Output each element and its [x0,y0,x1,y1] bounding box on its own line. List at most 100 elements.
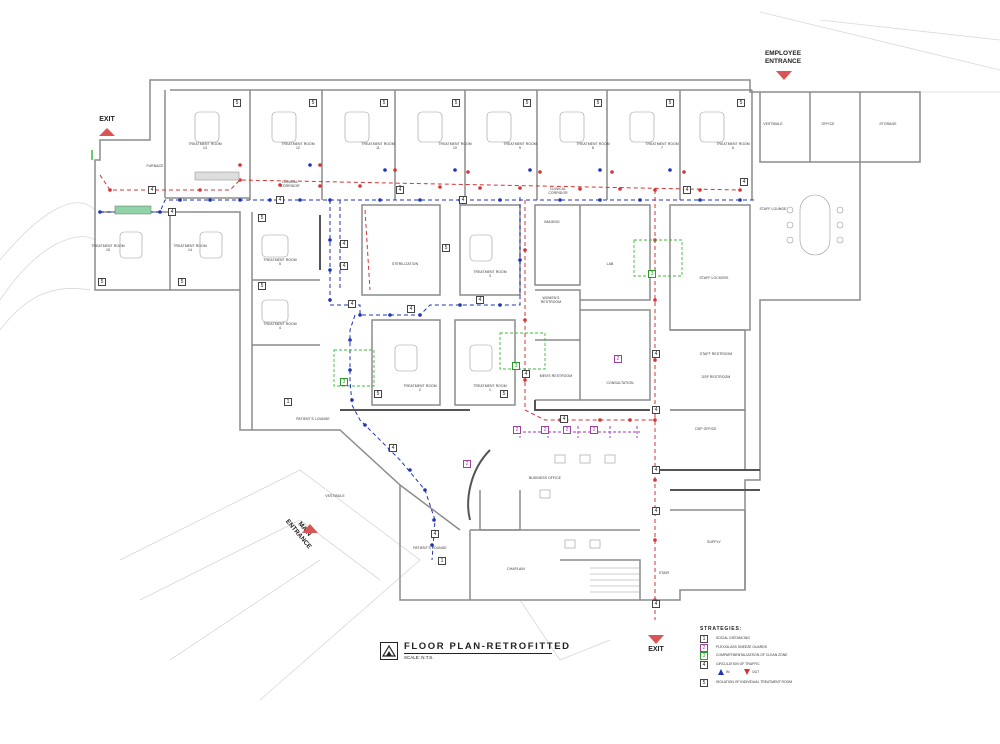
room-label: BUSINESS OFFICE [528,476,562,480]
circulation-out-dots [108,163,742,602]
legend-heading: STRATEGIES: [700,626,743,632]
strategy-number-marker: 2 [563,426,571,434]
strategy-number-marker: 5 [666,99,674,107]
room-label: DSP OFFICE [695,427,717,431]
strategy-number-marker: 5 [98,278,106,286]
room-label: SUPPLY [707,540,721,544]
strategy-number-marker: 2 [513,426,521,434]
strategy-number-marker: 5 [258,282,266,290]
strategy-number-marker: 4 [652,466,660,474]
strategy-number-marker: 5 [374,390,382,398]
strategy-number-marker: 4 [148,186,156,194]
room-label: PATIENT'S LOUNGE [296,417,330,421]
strategy-number-marker: 5 [594,99,602,107]
legend-text: PLEXIGLASS SNEEZE GUARDS [716,644,767,649]
room-label: STAFF RESTROOM [699,352,733,356]
exit-left-arrow [99,128,115,136]
legend-item-4: 4 CIRCULATION OF TRAFFIC [700,660,850,669]
strategy-number-marker: 5 [178,278,186,286]
strategy-number-marker: 4 [431,530,439,538]
strategies-legend: STRATEGIES: 1 SOCIAL DISTANCING 2 PLEXIG… [700,626,850,687]
out-arrow-icon [744,669,750,675]
strategy-number-marker: 5 [452,99,460,107]
strategy-number-marker: 4 [560,415,568,423]
strategy-number-marker: 5 [442,244,450,252]
strategy-number-marker: 3 [340,378,348,386]
room-label: TREATMENT ROOM 9 [503,142,537,150]
legend-item-2: 2 PLEXIGLASS SNEEZE GUARDS [700,643,850,652]
legend-in-out: IN OUT [700,668,850,676]
legend-text: SOCIAL DISTANCING [716,636,750,640]
room-label: CHAPLAIN [507,567,525,571]
strategy-number-marker: 5 [523,99,531,107]
room-label: STORAGE [879,122,897,126]
room-label: CLINICAL CORRIDOR [280,180,300,188]
strategy-number-marker: 4 [740,178,748,186]
room-label: TREATMENT ROOM 5 [263,258,297,266]
stair [590,567,640,593]
strategy-number-marker: 5 [258,214,266,222]
room-label: TREATMENT ROOM 10 [438,142,472,150]
strategy-number-marker: 4 [389,444,397,452]
room-label: STAIR [658,571,670,575]
exit-left-label: EXIT [99,116,115,123]
strategy-number-marker: 4 [340,262,348,270]
strategy-number-marker: 4 [683,186,691,194]
room-label: MEN'S RESTROOM [539,374,573,378]
clean-zone-boundaries [333,239,683,387]
title-underline [404,653,552,654]
circulation-out-path [99,174,741,620]
room-label: TREATMENT ROOM 12 [281,142,315,150]
furniture [119,111,844,549]
legend-number: 5 [700,679,708,687]
legend-number: 3 [700,652,708,660]
legend-text: ISOLATION OF INDIVIDUAL TREATMENT ROOM [716,680,793,684]
strategy-number-marker: 2 [590,426,598,434]
room-label: VESTIBULE [325,494,345,498]
strategy-number-marker: 5 [500,390,508,398]
room-label: TREATMENT ROOM 4 [263,322,297,330]
circulation-in-dots [98,163,742,547]
strategy-number-marker: 2 [541,426,549,434]
strategy-number-marker: 4 [396,186,404,194]
reception-counter [114,205,152,215]
room-label: TREATMENT ROOM 6 [716,142,750,150]
strategy-number-marker: 5 [380,99,388,107]
room-label: IMAGING [544,220,560,224]
sneeze-guard-lines [518,426,640,438]
strategy-number-marker: 4 [340,240,348,248]
legend-item-5: 5 ISOLATION OF INDIVIDUAL TREATMENT ROOM [700,678,850,687]
strategy-number-marker: 4 [348,300,356,308]
strategy-number-marker: 1 [438,557,446,565]
room-label: TREATMENT ROOM 2 [403,384,437,392]
in-arrow-icon [718,669,724,675]
strategy-number-marker: 4 [652,350,660,358]
room-label: PATIENT'S LOUNGE [413,546,447,550]
legend-item-1: 1 SOCIAL DISTANCING [700,634,850,643]
legend-number: 1 [700,635,708,643]
room-label: WOMEN'S RESTROOM [540,296,562,304]
room-label: LAB [606,262,614,266]
room-label: TREATMENT ROOM 13 [188,142,222,150]
strategy-number-marker: 4 [168,208,176,216]
room-label: TREATMENT ROOM 15 [91,244,125,252]
strategy-number-marker: 4 [652,600,660,608]
room-label: TREATMENT ROOM 1 [473,384,507,392]
room-label: STAFF LOUNGE [759,207,787,211]
main-entrance-arrow [302,524,318,533]
strategy-number-marker: 3 [648,270,656,278]
room-label: TREATMENT ROOM 11 [361,142,395,150]
room-label: VESTIBULE [763,122,783,126]
room-label: TREATMENT ROOM 7 [645,142,679,150]
building-inner-walls [319,215,760,521]
legend-number: 2 [700,643,708,652]
building-outer-walls [94,79,921,601]
legend-out-label: OUT [752,670,760,674]
room-label: FURNACE [146,164,164,168]
strategy-number-marker: 4 [407,305,415,313]
strategy-number-marker: 4 [652,507,660,515]
strategy-number-marker: 4 [522,370,530,378]
north-arrow-icon [380,642,398,660]
room-label: TREATMENT ROOM 8 [576,142,610,150]
